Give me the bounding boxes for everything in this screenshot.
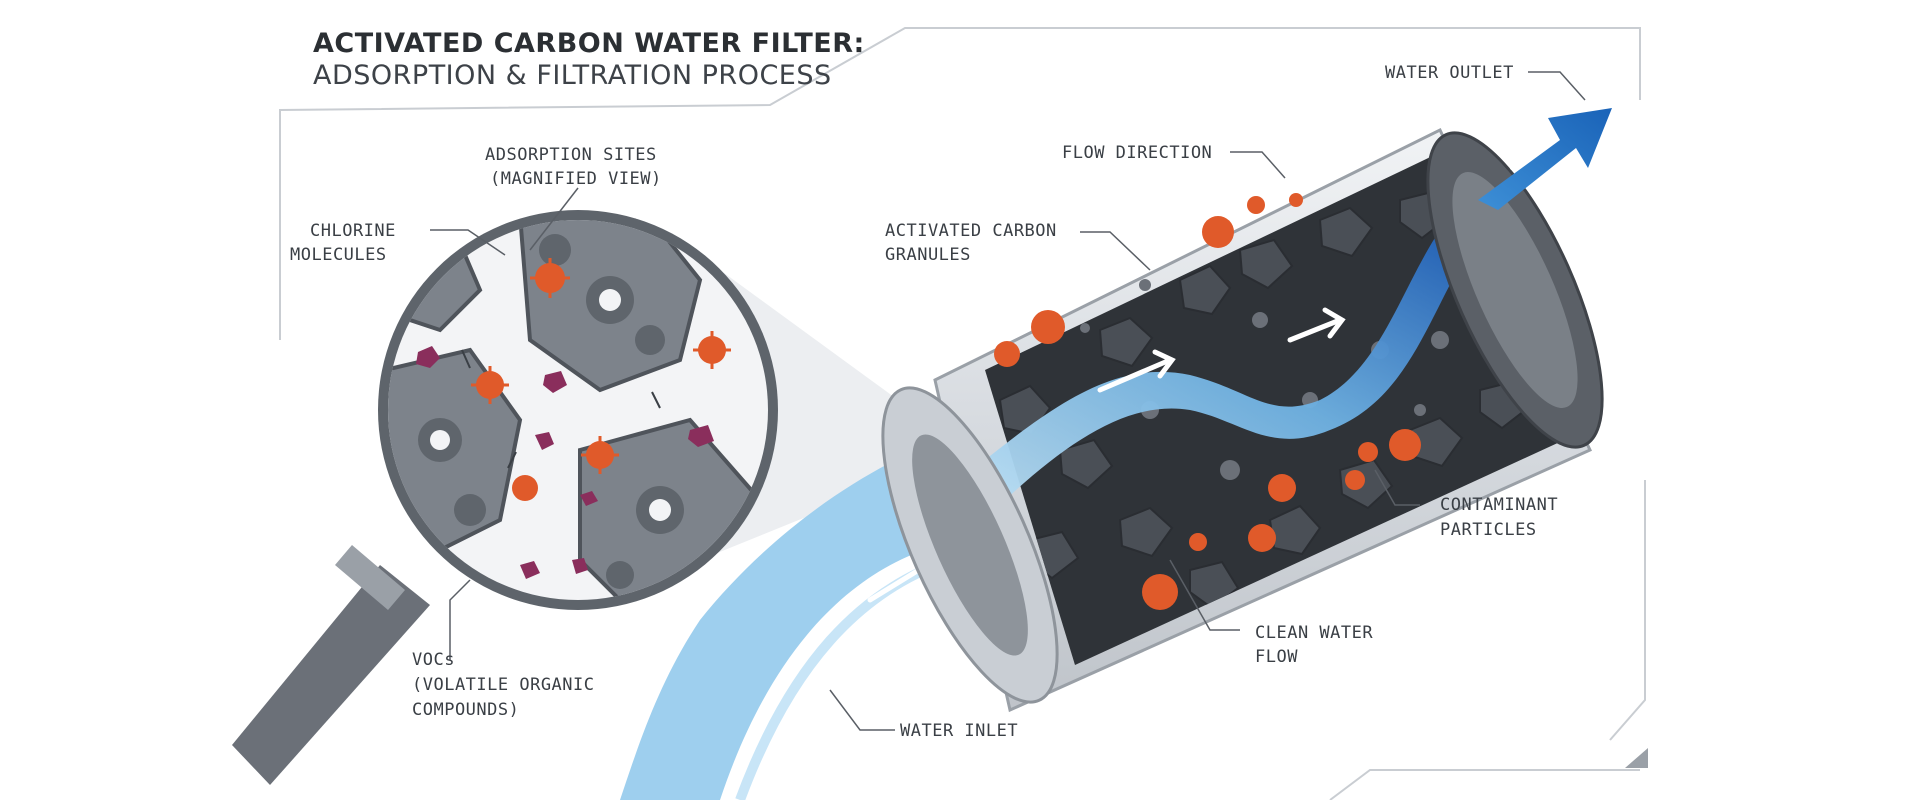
- label-water-outlet: WATER OUTLET: [1385, 63, 1514, 83]
- water-outlet-arrow: [1478, 108, 1612, 210]
- label-vocs-1: VOCs: [412, 650, 455, 670]
- frame-lines: [279, 27, 1648, 800]
- label-contaminant-2: PARTICLES: [1440, 520, 1537, 540]
- label-adsorption-sites-1: ADSORPTION SITES: [485, 145, 657, 165]
- label-activated-carbon-1: ACTIVATED CARBON: [885, 221, 1057, 241]
- label-vocs-2: (VOLATILE ORGANIC: [412, 675, 595, 695]
- label-chlorine-1: CHLORINE: [310, 221, 396, 241]
- label-clean-water-1: CLEAN WATER: [1255, 623, 1373, 643]
- voc-particles: [416, 346, 714, 579]
- adsorption-arrows: [461, 349, 661, 469]
- label-water-inlet: WATER INLET: [900, 721, 1018, 741]
- label-flow-direction: FLOW DIRECTION: [1062, 143, 1212, 163]
- label-adsorption-sites-2: (MAGNIFIED VIEW): [490, 169, 662, 189]
- magnifier-lens: [378, 210, 778, 610]
- title-line-1: ACTIVATED CARBON WATER FILTER:: [313, 28, 865, 59]
- label-vocs-3: COMPOUNDS): [412, 700, 519, 720]
- label-activated-carbon-2: GRANULES: [885, 245, 971, 265]
- label-clean-water-2: FLOW: [1255, 647, 1298, 667]
- clean-water-flow: [985, 230, 1470, 500]
- title-line-2: ADSORPTION & FILTRATION PROCESS: [313, 60, 832, 91]
- label-contaminant-1: CONTAMINANT: [1440, 495, 1558, 515]
- leader-lines: [430, 71, 1586, 731]
- filter-cartridge: [867, 127, 1604, 713]
- contaminant-particles: [994, 193, 1421, 610]
- label-chlorine-2: MOLECULES: [290, 245, 387, 265]
- magnifier-handle: [232, 545, 430, 785]
